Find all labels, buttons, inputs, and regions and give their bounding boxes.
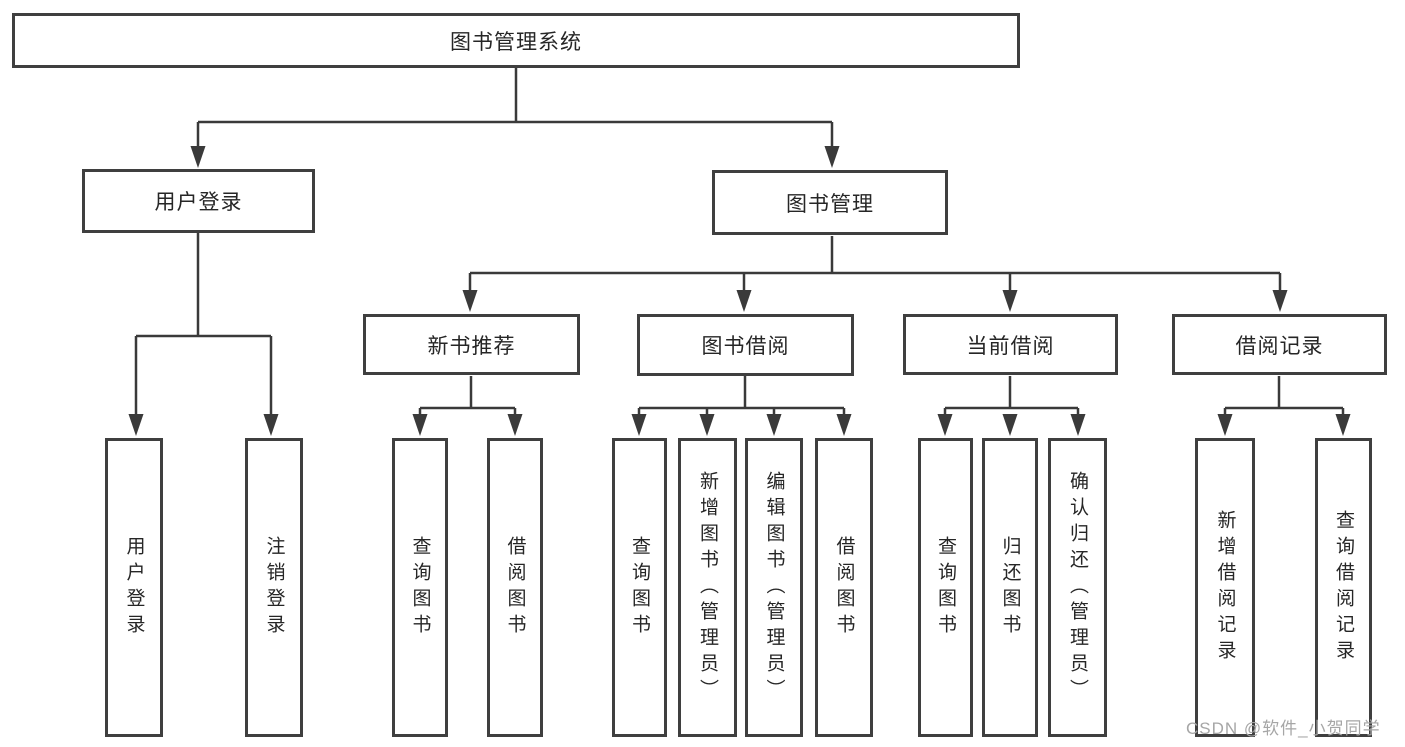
leaf-add-borrow-record-label: 新增借阅记录 <box>1214 509 1236 666</box>
leaf-query-books-current: 查询图书 <box>918 438 973 737</box>
leaf-logout-label: 注销登录 <box>263 535 285 640</box>
csdn-watermark: CSDN @软件_小贺同学 <box>1186 719 1381 738</box>
arrowhead <box>1272 290 1288 312</box>
arrowhead <box>462 290 478 312</box>
leaf-query-books-recommend-label: 查询图书 <box>409 535 431 640</box>
leaf-add-borrow-record: 新增借阅记录 <box>1195 438 1255 737</box>
arrowhead <box>1002 290 1018 312</box>
leaf-query-borrow-record: 查询借阅记录 <box>1315 438 1372 737</box>
node-root-label: 图书管理系统 <box>450 30 582 54</box>
leaf-add-books-admin-label: 新增图书（管理员） <box>697 470 718 705</box>
node-user-login-branch: 用户登录 <box>82 169 315 233</box>
leaf-query-books-borrow: 查询图书 <box>612 438 667 737</box>
leaf-query-books-borrow-label: 查询图书 <box>629 535 650 640</box>
arrowhead <box>937 414 953 436</box>
arrowhead <box>128 414 144 436</box>
connector-paths <box>134 68 1345 419</box>
arrowhead <box>1070 414 1086 436</box>
leaf-confirm-return-admin-label: 确认归还（管理员） <box>1067 470 1088 705</box>
arrowhead <box>736 290 752 312</box>
leaf-return-books-label: 归还图书 <box>999 535 1021 640</box>
arrowhead <box>1335 414 1351 436</box>
arrowhead <box>824 146 840 168</box>
arrowhead <box>190 146 206 168</box>
leaf-edit-books-admin: 编辑图书（管理员） <box>745 438 803 737</box>
arrowhead <box>1217 414 1233 436</box>
arrowhead <box>699 414 715 436</box>
leaf-user-login-label: 用户登录 <box>123 535 145 640</box>
node-current-borrow: 当前借阅 <box>903 314 1118 375</box>
arrowhead <box>631 414 647 436</box>
node-book-management-branch: 图书管理 <box>712 170 948 235</box>
node-book-borrow: 图书借阅 <box>637 314 854 376</box>
leaf-return-books: 归还图书 <box>982 438 1038 737</box>
leaf-confirm-return-admin: 确认归还（管理员） <box>1048 438 1107 737</box>
arrowheads <box>128 146 1351 436</box>
node-book-borrow-label: 图书借阅 <box>701 335 790 358</box>
arrowhead <box>507 414 523 436</box>
arrowhead <box>1002 414 1018 436</box>
leaf-logout: 注销登录 <box>245 438 303 737</box>
arrowhead <box>766 414 782 436</box>
leaf-borrow-books-label: 借阅图书 <box>833 535 855 640</box>
leaf-user-login: 用户登录 <box>105 438 163 737</box>
arrowhead <box>412 414 428 436</box>
leaf-query-borrow-record-label: 查询借阅记录 <box>1333 509 1354 666</box>
leaf-borrow-books-recommend-label: 借阅图书 <box>504 535 526 640</box>
node-borrow-records: 借阅记录 <box>1172 314 1387 375</box>
leaf-edit-books-admin-label: 编辑图书（管理员） <box>763 470 785 705</box>
arrowhead <box>836 414 852 436</box>
node-new-book-recommend-label: 新书推荐 <box>427 334 516 358</box>
leaf-borrow-books: 借阅图书 <box>815 438 873 737</box>
arrowhead <box>263 414 279 436</box>
node-root-system: 图书管理系统 <box>12 13 1020 68</box>
node-book-management-branch-label: 图书管理 <box>786 192 874 216</box>
node-user-login-branch-label: 用户登录 <box>154 191 243 214</box>
leaf-borrow-books-recommend: 借阅图书 <box>487 438 543 737</box>
node-current-borrow-label: 当前借阅 <box>966 334 1055 358</box>
leaf-add-books-admin: 新增图书（管理员） <box>678 438 737 737</box>
leaf-query-books-current-label: 查询图书 <box>935 535 956 640</box>
node-borrow-records-label: 借阅记录 <box>1235 334 1324 358</box>
node-new-book-recommend: 新书推荐 <box>363 314 580 375</box>
leaf-query-books-recommend: 查询图书 <box>392 438 448 737</box>
